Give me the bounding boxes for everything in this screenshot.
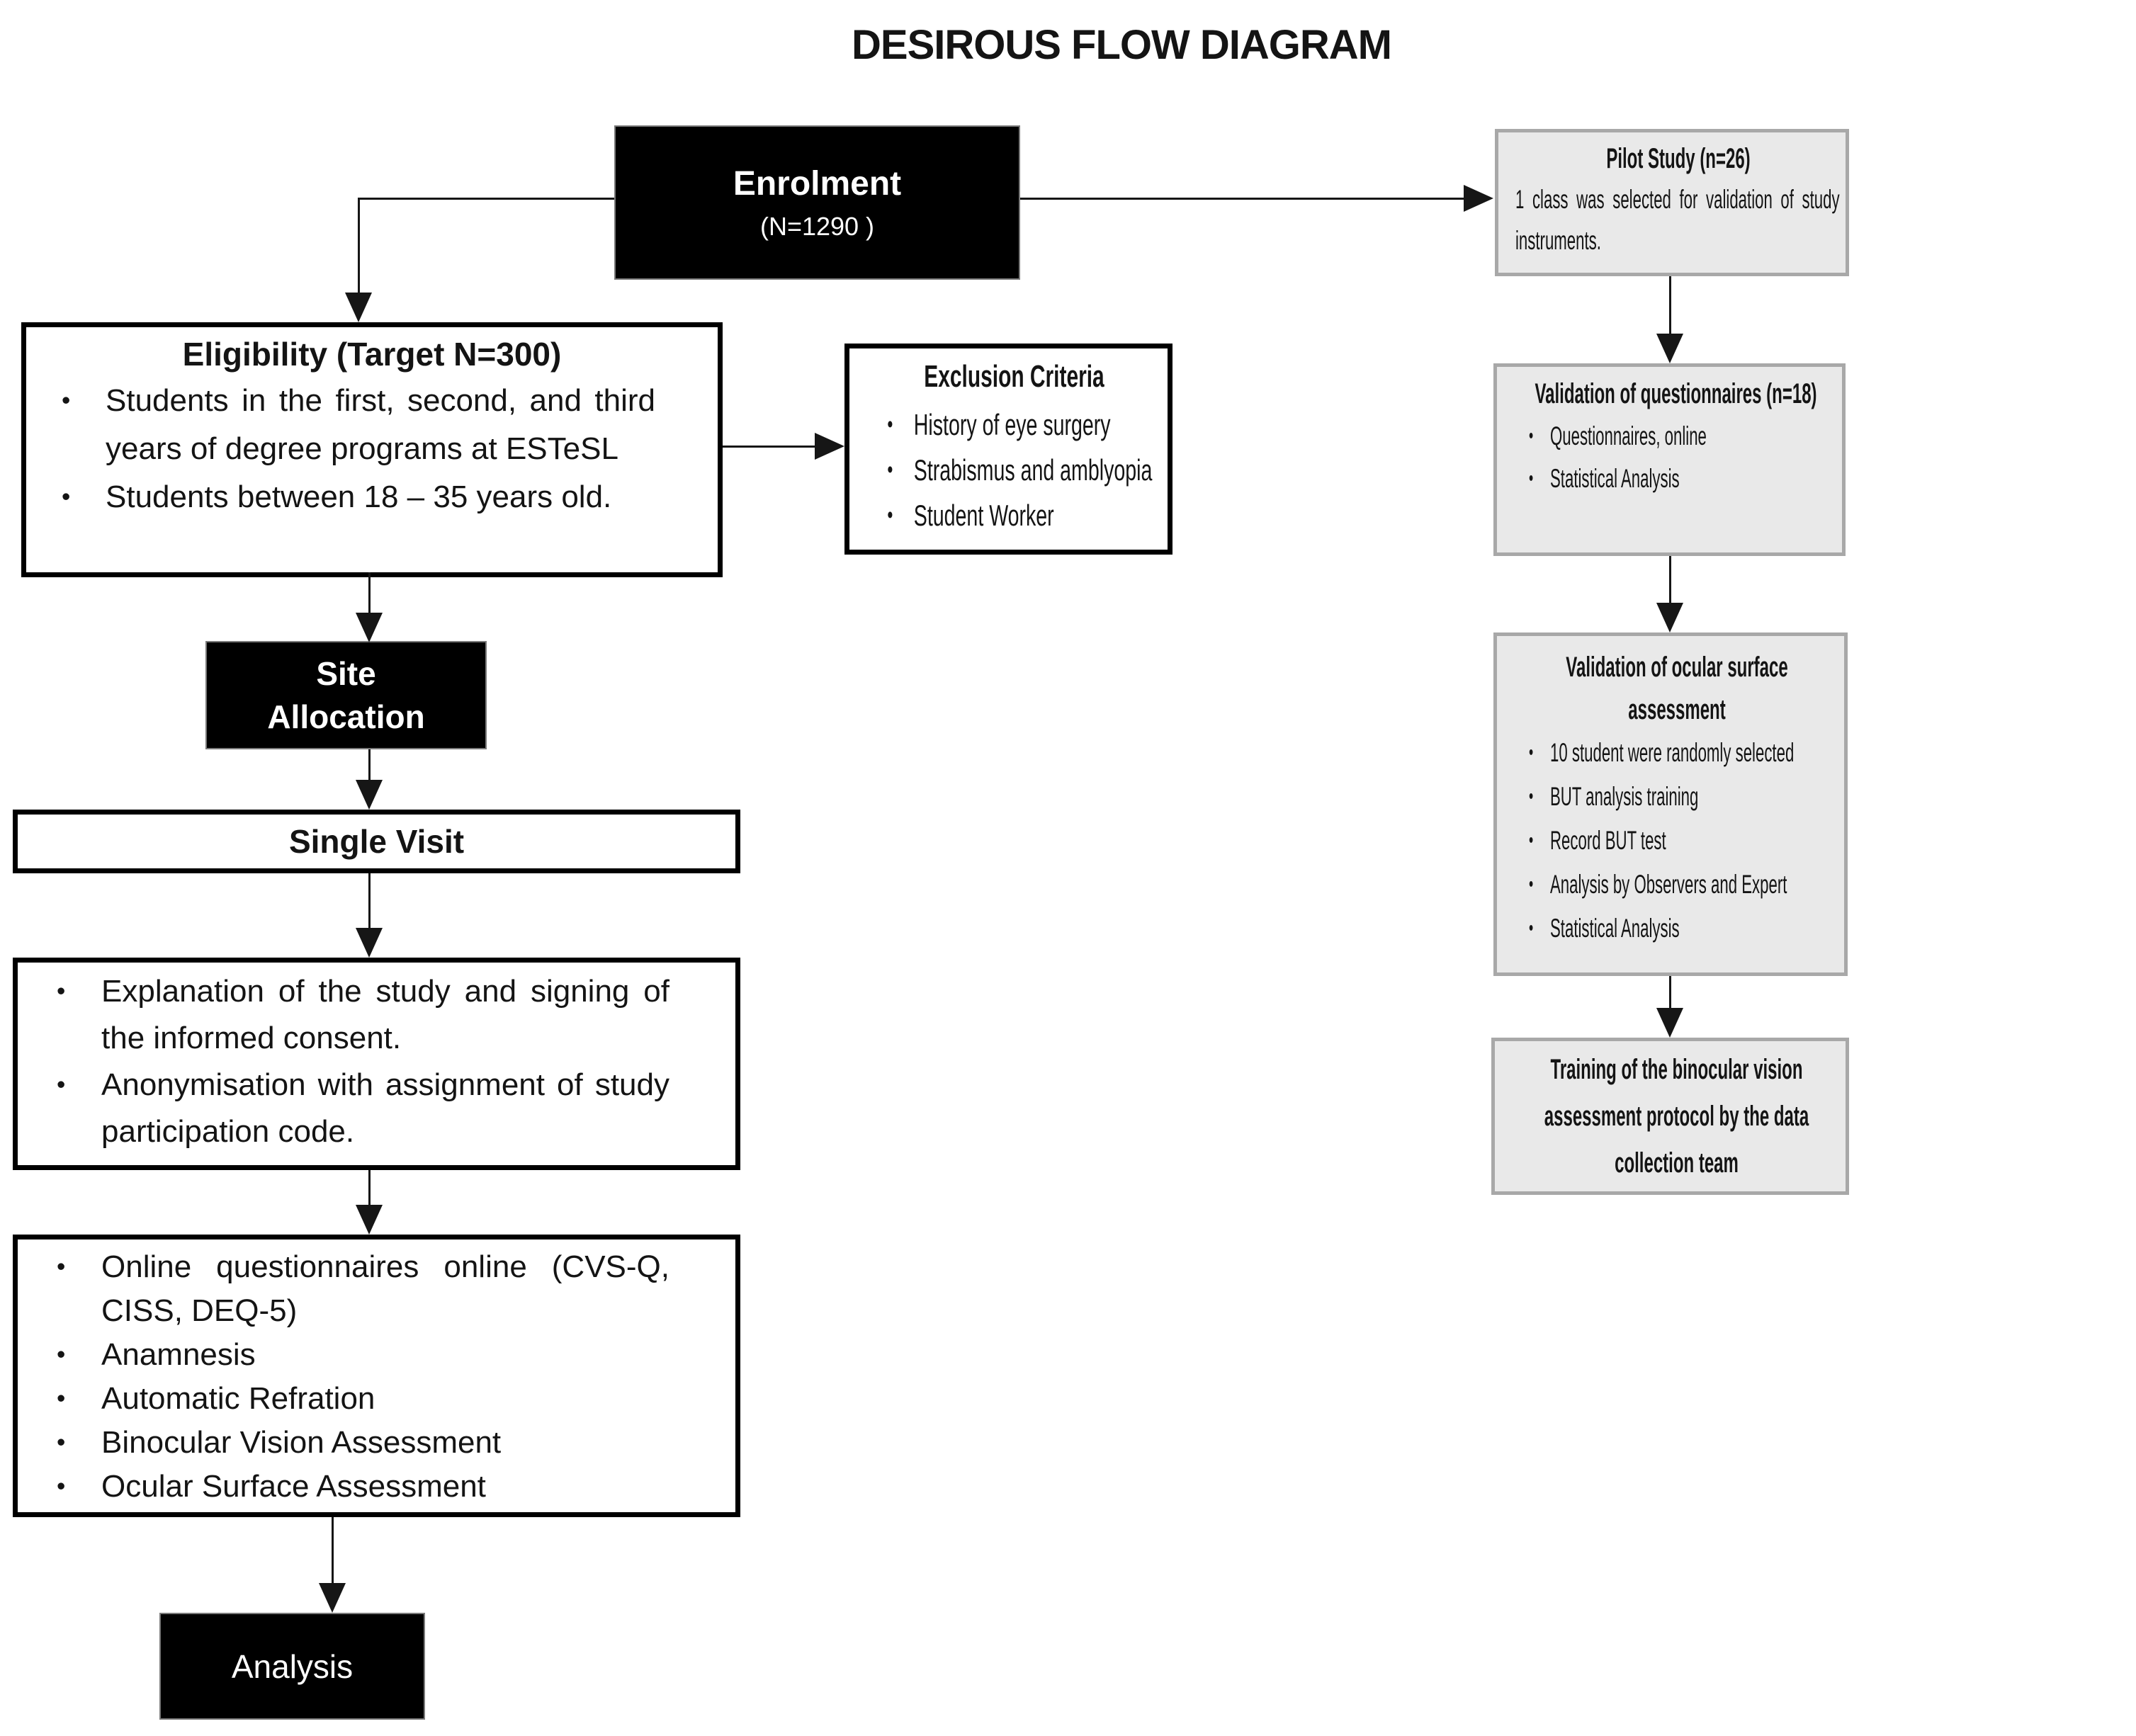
bullet-item: Ocular Surface Assessment [18,1465,735,1509]
arrowhead-down-icon [345,293,372,322]
connector-pilot-questval [1669,276,1671,335]
bullet-item: Students between 18 – 35 years old. [26,473,718,521]
bullet-item: History of eye surgery [861,402,1168,448]
bullet-item: Anamnesis [18,1333,735,1377]
bullet-item: Analysis by Observers and Expert [1510,863,1844,907]
node-body: 1 class was selected for validation of s… [1515,185,1840,255]
connector-procedures-analysis [332,1517,334,1584]
connector-singlevisit-consent [368,873,371,929]
arrowhead-down-icon [1656,334,1683,363]
arrowhead-down-icon [319,1583,346,1613]
connector-enrolment-left [359,198,614,200]
node-title: Exclusion Criteria [924,359,1104,394]
node-title: Site Allocation [267,654,425,735]
bullet-item: Explanation of the study and signing of … [18,968,735,1062]
node-subtitle: (N=1290 ) [759,211,875,241]
arrowhead-right-icon [815,433,844,460]
connector-questval-ocularval [1669,556,1671,604]
bullet-item: Record BUT test [1510,819,1844,863]
node-ocular-validation: Validation of ocular surface assessment … [1493,632,1848,976]
node-title: Enrolment [733,164,902,203]
node-title: Pilot Study (n=26) [1606,143,1751,174]
connector-eligibility-site [368,572,371,614]
node-training: Training of the binocular vision assessm… [1491,1038,1849,1195]
arrowhead-right-icon [1464,185,1493,212]
node-exclusion-criteria: Exclusion Criteria History of eye surger… [844,344,1172,555]
connector-enrolment-pilot [1020,198,1465,200]
arrowhead-down-icon [1656,603,1683,632]
diagram-title: DESIROUS FLOW DIAGRAM [852,22,1392,68]
bullet-item: Binocular Vision Assessment [18,1421,735,1465]
connector-ocularval-training [1669,976,1671,1009]
arrowhead-down-icon [356,1205,383,1235]
node-questionnaire-validation: Validation of questionnaires (n=18) Ques… [1493,363,1846,556]
node-pilot-study: Pilot Study (n=26) 1 class was selected … [1495,129,1849,276]
node-title: Training of the binocular vision assessm… [1544,1054,1809,1179]
node-site-allocation: Site Allocation [205,641,487,749]
node-title: Validation of ocular surface assessment [1566,652,1788,725]
node-single-visit: Single Visit [13,810,740,873]
node-title: Single Visit [288,823,465,860]
connector-eligibility-exclusion [723,446,816,448]
connector-site-singlevisit [368,749,371,781]
bullet-item: Questionnaires, online [1510,415,1842,458]
node-analysis: Analysis [159,1613,425,1720]
node-title: Analysis [231,1647,354,1685]
bullet-item: Statistical Analysis [1510,458,1842,500]
bullet-item: Student Worker [861,493,1168,538]
arrowhead-down-icon [356,613,383,642]
node-eligibility: Eligibility (Target N=300) Students in t… [21,322,723,577]
bullet-item: Strabismus and amblyopia [861,448,1168,493]
arrowhead-down-icon [356,780,383,810]
bullet-item: Online questionnaires online (CVS-Q, CIS… [18,1245,735,1333]
connector-consent-procedures [368,1170,371,1206]
arrowhead-down-icon [356,928,383,958]
bullet-item: Automatic Refration [18,1377,735,1421]
bullet-item: Students in the first, second, and third… [26,377,718,473]
bullet-item: BUT analysis training [1510,775,1844,819]
node-consent: Explanation of the study and signing of … [13,958,740,1170]
bullet-item: 10 student were randomly selected [1510,731,1844,775]
node-title: Eligibility (Target N=300) [182,336,562,373]
bullet-item: Statistical Analysis [1510,907,1844,951]
node-title: Validation of questionnaires (n=18) [1535,378,1817,409]
bullet-item: Anonymisation with assignment of study p… [18,1062,735,1155]
node-procedures: Online questionnaires online (CVS-Q, CIS… [13,1235,740,1517]
arrowhead-down-icon [1656,1008,1683,1038]
connector-enrolment-eligibility [358,198,360,294]
node-enrolment: Enrolment (N=1290 ) [614,125,1020,280]
